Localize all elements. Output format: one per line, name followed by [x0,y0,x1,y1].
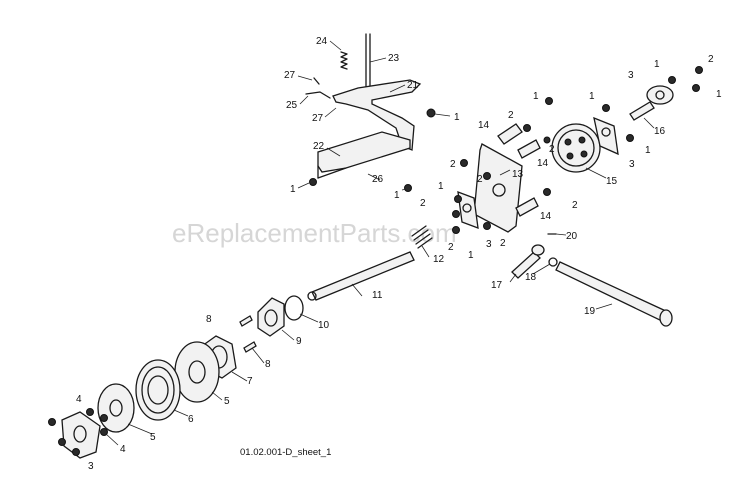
callout-label: 11 [372,290,383,301]
gear-plate-cluster [411,66,703,249]
callout-label: 9 [296,336,302,347]
callout-label: 2 [477,174,483,185]
callout-label: 24 [316,36,328,47]
callout-numbers: 1 1 1 1 1 1 1 1 1 1 2 2 2 2 2 2 2 2 2 3 … [76,36,722,472]
callout-label: 1 [454,112,460,123]
callout-label: 26 [372,174,384,185]
watermark-text: eReplacementParts.com [172,218,457,248]
callout-label: 3 [629,159,635,170]
callout-label: 1 [438,181,444,192]
callout-label: 27 [284,70,296,81]
shift-bracket-assembly [305,33,436,192]
callout-label: 2 [508,110,514,121]
sheet-label: 01.02.001-D_sheet_1 [240,447,331,458]
callout-label: 1 [645,145,651,156]
callout-label: 5 [150,432,156,443]
callout-label: 2 [450,159,456,170]
callout-label: 8 [206,314,212,325]
callout-label: 18 [525,272,537,283]
leader-lines [105,40,655,446]
callout-label: 1 [654,59,660,70]
callout-label: 15 [606,176,618,187]
callout-label: 8 [265,359,271,370]
callout-label: 6 [188,414,194,425]
callout-label: 20 [566,231,578,242]
callout-label: 2 [708,54,714,65]
callout-label: 19 [584,306,596,317]
shaft-group [307,233,673,327]
callout-label: 22 [313,141,325,152]
callout-label: 2 [549,144,555,155]
callout-label: 7 [247,376,253,387]
callout-label: 17 [491,280,503,291]
callout-label: 1 [394,190,400,201]
callout-label: 1 [716,89,722,100]
callout-label: 4 [76,394,82,405]
callout-label: 1 [468,250,474,261]
callout-label: 13 [512,169,524,180]
callout-label: 2 [448,242,454,253]
callout-label: 14 [478,120,490,131]
callout-label: 5 [224,396,230,407]
callout-label: 14 [537,158,549,169]
callout-label: 27 [312,113,324,124]
pulley-disc-stack [48,295,304,459]
callout-label: 25 [286,100,298,111]
callout-label: 1 [290,184,296,195]
callout-label: 2 [420,198,426,209]
callout-label: 1 [533,91,539,102]
callout-label: 21 [407,80,419,91]
callout-label: 10 [318,320,330,331]
callout-label: 23 [388,53,400,64]
callout-label: 16 [654,126,666,137]
callout-label: 4 [120,444,126,455]
callout-label: 1 [589,91,595,102]
callout-label: 3 [628,70,634,81]
callout-label: 2 [500,238,506,249]
callout-label: 3 [88,461,94,472]
callout-label: 3 [486,239,492,250]
callout-label: 12 [433,254,445,265]
callout-label: 2 [572,200,578,211]
callout-label: 14 [540,211,552,222]
